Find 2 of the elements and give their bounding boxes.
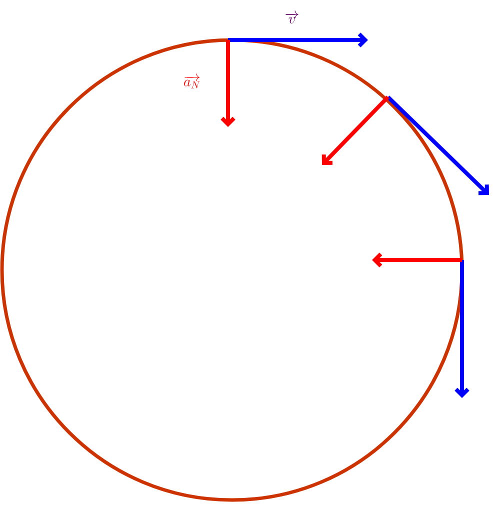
vector-label: $\overrightarrow{a_N}$ bbox=[184, 74, 200, 88]
vector-label: $\overrightarrow{v}$ bbox=[286, 10, 298, 24]
